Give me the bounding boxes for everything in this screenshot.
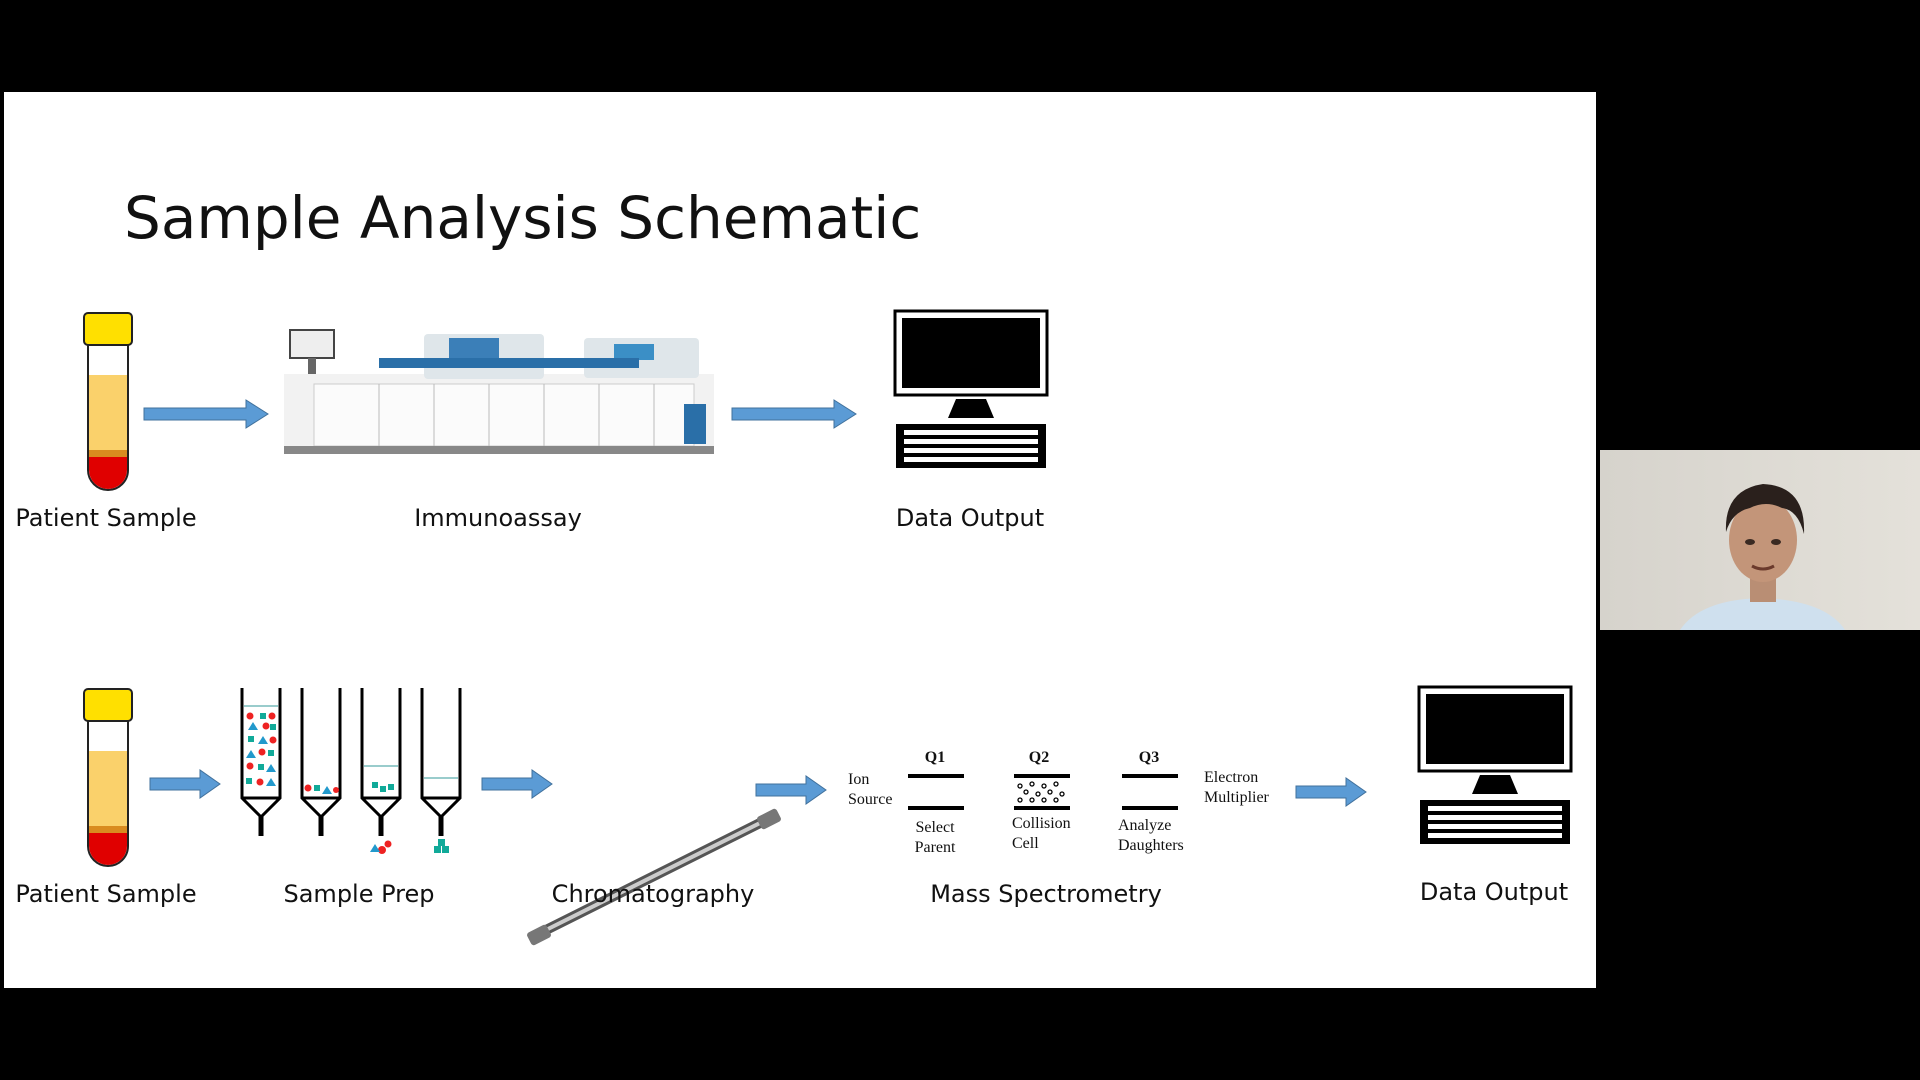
flow-arrow — [481, 769, 553, 799]
presenter-video-frame — [1600, 450, 1920, 630]
presenter-webcam-video — [1600, 450, 1920, 630]
select-parent-label-1: Select — [915, 819, 955, 836]
blood-tube-icon — [83, 312, 133, 491]
label-sample-prep: Sample Prep — [283, 880, 435, 908]
ion-source-label-2: Source — [848, 791, 893, 808]
electron-multiplier-label-1: Electron — [1204, 769, 1259, 786]
label-immunoassay: Immunoassay — [414, 504, 582, 532]
collision-cell-label-1: Collision — [1012, 815, 1071, 832]
presentation-slide: Sample Analysis Schematic Patient Sample… — [4, 92, 1596, 988]
immunoassay-analyzer-image — [284, 329, 714, 454]
chromatography-column-image — [527, 808, 781, 946]
select-parent-label-2: Parent — [914, 839, 956, 856]
label-chromatography: Chromatography — [551, 880, 755, 908]
slide-title: Sample Analysis Schematic — [124, 184, 922, 252]
quadrupole-diagram — [908, 774, 1178, 810]
computer-icon — [1417, 685, 1573, 844]
flow-arrow — [149, 769, 221, 799]
flow-arrow — [143, 399, 269, 429]
sample-prep-columns-image — [240, 688, 462, 854]
label-data-output-bottom: Data Output — [1419, 878, 1569, 906]
flow-arrow — [731, 399, 857, 429]
flow-arrow — [755, 775, 827, 805]
blood-tube-icon — [83, 688, 133, 867]
label-mass-spectrometry: Mass Spectrometry — [930, 880, 1162, 908]
ion-source-label-1: Ion — [848, 771, 870, 788]
label-patient-sample-bottom: Patient Sample — [15, 880, 197, 908]
analyze-daughters-label-1: Analyze — [1118, 817, 1172, 834]
electron-multiplier-label-2: Multiplier — [1204, 789, 1269, 806]
collision-cell-label-2: Cell — [1012, 835, 1039, 852]
flow-arrow — [1295, 777, 1367, 807]
q2-label: Q2 — [1028, 749, 1050, 766]
label-data-output-top: Data Output — [895, 504, 1045, 532]
computer-icon — [893, 309, 1049, 468]
q3-label: Q3 — [1138, 749, 1160, 766]
analyze-daughters-label-2: Daughters — [1118, 837, 1184, 854]
label-patient-sample-top: Patient Sample — [15, 504, 197, 532]
q1-label: Q1 — [924, 749, 946, 766]
